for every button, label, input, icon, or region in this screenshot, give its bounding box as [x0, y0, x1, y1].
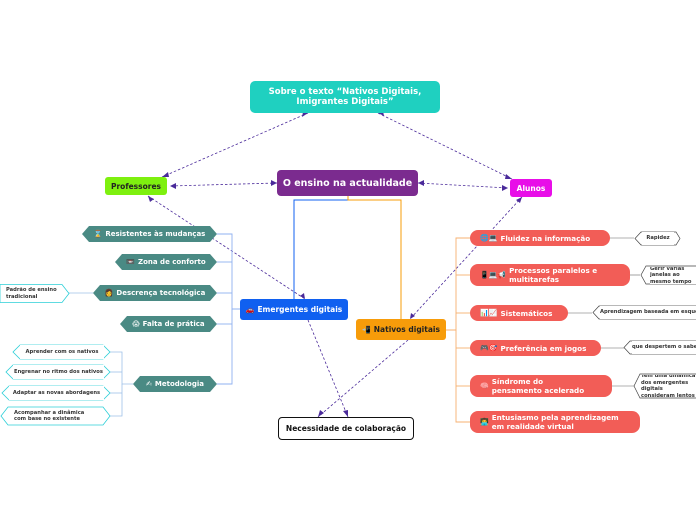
branch-sindrome[interactable]: 🧠 Síndrome do pensamento acelerado — [470, 375, 612, 397]
technologist-icon: 👨‍💻 — [480, 417, 489, 426]
sub-aprendizagem-esquemas[interactable]: Aprendizagem baseada em esquemas — [600, 306, 696, 319]
gamepad-icon: 🎮🎯 — [480, 343, 498, 352]
branch-sistematicos[interactable]: 📊📈 Sistemáticos — [470, 305, 568, 321]
professores-node[interactable]: Professores — [105, 177, 167, 195]
branch-zona-conforto[interactable]: 📼 Zona de conforto — [115, 254, 217, 270]
branch-jogos[interactable]: 🎮🎯 Preferência em jogos — [470, 340, 601, 356]
branch-processos[interactable]: 📱💻📢 Processos paralelos e multitarefas — [470, 264, 630, 286]
sub-padrao-ensino[interactable]: Padrão de ensino tradicional — [6, 286, 62, 301]
chart-icon: 📊📈 — [480, 308, 498, 317]
branch-resistentes[interactable]: ⌛ Resistentes às mudanças — [82, 226, 217, 242]
sub-rapidez[interactable]: Rapidez — [642, 232, 674, 245]
central-topic-node[interactable]: O ensino na actualidade — [277, 170, 418, 196]
writing-hand-icon: ✍ — [146, 380, 152, 388]
sub-adaptar-abordagens[interactable]: Adaptar as novas abordagens — [9, 386, 104, 400]
branch-metodologia[interactable]: ✍ Metodologia — [133, 376, 217, 392]
branch-entusiasmo[interactable]: 👨‍💻 Entusiasmo pela aprendizagem em real… — [470, 411, 640, 433]
brain-icon: 🧠 — [480, 381, 489, 390]
branch-descrenca[interactable]: 👩 Descrença tecnológica — [93, 285, 217, 301]
colaboracao-node[interactable]: Necessidade de colaboração — [278, 417, 414, 440]
emergentes-label: Emergentes digitais — [257, 305, 343, 314]
car-icon: 🚗 — [245, 305, 255, 314]
sub-gerir-janelas[interactable]: Gerir várias janelas ao mesmo tempo — [650, 267, 696, 284]
branch-falta-pratica[interactable]: 😱 Falta de prática — [120, 316, 217, 332]
hourglass-icon: ⌛ — [93, 230, 103, 238]
source-topic-node[interactable]: Sobre o texto “Nativos Digitais, Imigran… — [250, 81, 440, 113]
source-title-line1: Sobre o texto “Nativos Digitais, — [268, 87, 422, 97]
source-title-line2: Imigrantes Digitais” — [296, 97, 394, 107]
woman-icon: 👩 — [104, 289, 114, 297]
videotape-icon: 📼 — [126, 258, 136, 266]
emergentes-digitais-node[interactable]: 🚗 Emergentes digitais — [240, 299, 348, 320]
devices-icon: 📱💻📢 — [480, 270, 507, 279]
scream-icon: 😱 — [132, 320, 140, 328]
sub-aprender-nativos[interactable]: Aprender com os nativos — [20, 345, 104, 359]
nativos-label: Nativos digitais — [373, 325, 440, 334]
alunos-node[interactable]: Alunos — [510, 179, 552, 197]
globe-laptop-icon: 🌐💻 — [480, 233, 498, 242]
sub-despertem-saber[interactable]: que despertem o saber — [632, 341, 696, 354]
branch-fluidez[interactable]: 🌐💻 Fluidez na informação — [470, 230, 610, 246]
sub-acompanhar-dinamica[interactable]: Acompanhar a dinâmica com base no existe… — [14, 408, 94, 424]
sub-engrenar-ritmo[interactable]: Engrenar no ritmo dos nativos — [13, 365, 104, 379]
sub-dinamica-lentos[interactable]: Tem uma dinâmica dos emergentes digitais… — [641, 375, 696, 397]
nativos-digitais-node[interactable]: 📲 Nativos digitais — [356, 319, 446, 340]
phone-icon: 📲 — [362, 325, 371, 334]
